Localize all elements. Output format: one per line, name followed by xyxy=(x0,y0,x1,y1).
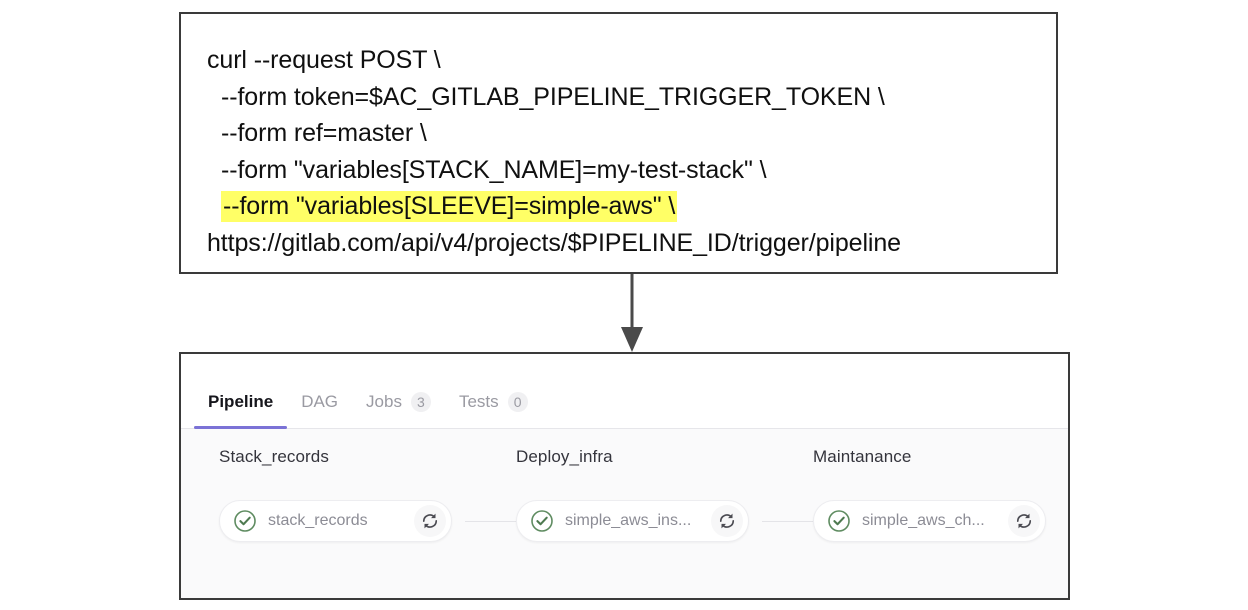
tab-label: Jobs xyxy=(366,392,402,411)
down-arrow-icon xyxy=(621,274,643,352)
code-line: --form token=$AC_GITLAB_PIPELINE_TRIGGER… xyxy=(207,79,1048,116)
tab-label: Tests xyxy=(458,392,499,411)
check-circle-icon xyxy=(233,509,257,533)
code-line-text: --form "variables[STACK_NAME]=my-test-st… xyxy=(221,155,767,184)
pipeline-stage: Maintanance simple_aws_ch... xyxy=(775,447,1068,542)
stage-title: Maintanance xyxy=(813,447,912,466)
code-line-url: https://gitlab.com/api/v4/projects/$PIPE… xyxy=(207,225,1048,262)
code-line: --form "variables[STACK_NAME]=my-test-st… xyxy=(207,152,1048,189)
job-name: simple_aws_ch... xyxy=(862,512,985,529)
pipeline-stage: Stack_records stack_records xyxy=(181,447,516,542)
code-line-text: https://gitlab.com/api/v4/projects/$PIPE… xyxy=(207,228,901,257)
tab-jobs-badge: 3 xyxy=(410,392,431,412)
tab-tests-badge: 0 xyxy=(507,392,528,412)
down-arrow-connector xyxy=(612,274,652,354)
tab-tests[interactable]: Tests 0 xyxy=(445,392,542,428)
pipeline-tabbar: Pipeline DAG Jobs 3 Tests 0 xyxy=(181,354,1068,429)
job-name: stack_records xyxy=(268,512,368,529)
tab-dag[interactable]: DAG xyxy=(287,392,352,428)
code-line-highlighted: --form "variables[SLEEVE]=simple-aws" \ xyxy=(207,188,1048,225)
stage-connector-line xyxy=(762,521,813,522)
retry-icon[interactable] xyxy=(1008,505,1040,537)
curl-command-box: curl --request POST \ --form token=$AC_G… xyxy=(179,12,1058,274)
job-row: simple_aws_ins... xyxy=(516,500,813,542)
code-line-text: curl --request POST \ xyxy=(207,46,441,74)
check-circle-icon xyxy=(827,509,851,533)
retry-icon[interactable] xyxy=(711,505,743,537)
check-circle-icon xyxy=(530,509,554,533)
job-pill[interactable]: stack_records xyxy=(219,500,452,542)
pipeline-panel: Pipeline DAG Jobs 3 Tests 0 Stack_record… xyxy=(179,352,1070,600)
retry-icon[interactable] xyxy=(414,505,446,537)
pipeline-stage: Deploy_infra simple_aws_ins... xyxy=(478,447,813,542)
job-pill[interactable]: simple_aws_ins... xyxy=(516,500,749,542)
job-row: stack_records xyxy=(219,500,516,542)
job-name: simple_aws_ins... xyxy=(565,512,692,529)
tab-label: DAG xyxy=(301,392,339,411)
code-line-text: --form ref=master \ xyxy=(221,119,427,147)
job-row: simple_aws_ch... xyxy=(813,500,1068,542)
pipeline-graph: Stack_records stack_records xyxy=(181,429,1068,598)
tab-pipeline[interactable]: Pipeline xyxy=(194,392,288,429)
tab-label: Pipeline xyxy=(208,392,274,411)
tab-jobs[interactable]: Jobs 3 xyxy=(352,392,445,428)
curl-command-lines: curl --request POST \ --form token=$AC_G… xyxy=(207,42,1048,261)
code-line-text: --form "variables[SLEEVE]=simple-aws" \ xyxy=(221,191,678,222)
pipeline-stages: Stack_records stack_records xyxy=(181,429,1068,542)
stage-title: Stack_records xyxy=(219,447,329,466)
code-line: curl --request POST \ xyxy=(207,42,1048,79)
code-line-text: --form token=$AC_GITLAB_PIPELINE_TRIGGER… xyxy=(221,82,885,111)
code-line: --form ref=master \ xyxy=(207,115,1048,152)
stage-title: Deploy_infra xyxy=(516,447,613,466)
stage-connector-line xyxy=(465,521,516,522)
job-pill[interactable]: simple_aws_ch... xyxy=(813,500,1046,542)
